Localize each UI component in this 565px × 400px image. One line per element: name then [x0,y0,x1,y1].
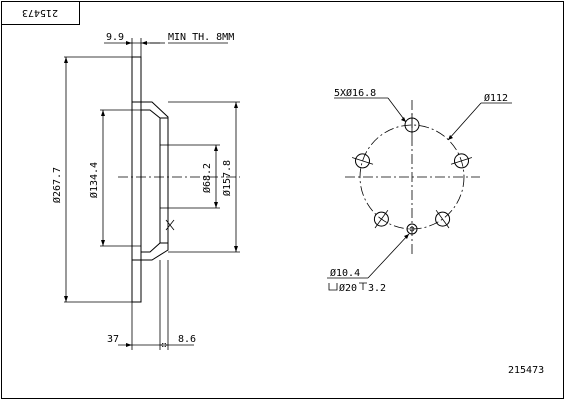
locating-hole-inner [409,226,415,232]
bolt-hole-center-mark [351,157,374,165]
bolt-hole [355,153,370,169]
depth-symbol [359,282,367,290]
counterbore-diameter-label: Ø20 [339,282,357,294]
counterbore-symbol [328,283,338,291]
locating-hole [406,223,418,235]
bolt-hole-center-mark [374,209,389,229]
pcd-label: Ø112 [484,92,508,104]
inner-diameter-label: Ø134.4 [88,162,100,198]
hat-diameter-label: Ø157.8 [221,160,233,196]
bolt-holes-label: 5XØ16.8 [334,87,376,99]
counterbore-depth-label: 3.2 [368,283,386,294]
bolt-hole [373,211,389,227]
part-number-stamp: 215473 [1,1,80,25]
hat-inner-outline [141,109,161,253]
pcd-leader [447,102,482,141]
bolt-hole-center-mark [435,209,450,229]
height-label: 37 [107,334,119,345]
min-thickness-label: MIN TH. 8MM [168,32,234,43]
offset-label: 8.6 [178,334,196,345]
pcd-circle [359,124,465,230]
rotor-hat-section [131,101,169,261]
bolt-hole [454,153,469,169]
hub-diameter-label: Ø68.2 [201,163,213,193]
small-hole-label: Ø10.4 [330,267,360,279]
small-hole-leader [367,233,410,279]
thickness-label: 9.9 [106,32,124,43]
bolt-hole-center-mark [450,157,473,165]
part-number: 215473 [508,365,544,376]
bolt-hole [435,211,451,227]
counterbore-callout: Ø20 3.2 [328,282,386,294]
front-view: 5XØ16.8 Ø112 Ø10.4 Ø20 3.2 [327,87,512,294]
outer-diameter-label: Ø267.7 [51,167,63,203]
side-view: Ø267.7 Ø134.4 Ø68.2 Ø157.8 9.9 MIN TH. 8… [51,32,240,350]
rotor-ring-section [131,56,142,303]
part-number-stamp-text: 215473 [22,7,58,18]
